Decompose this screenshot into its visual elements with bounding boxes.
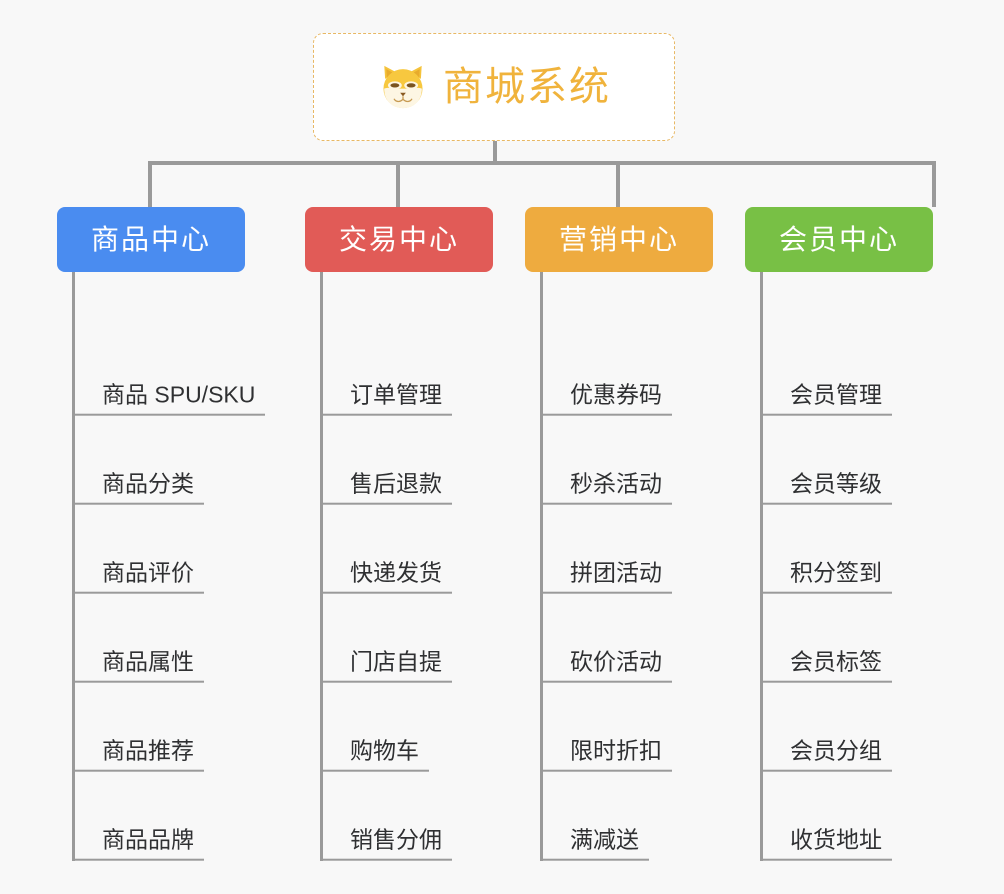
leaf-label: 收货地址 bbox=[790, 826, 882, 853]
category-header-1[interactable]: 商品中心 bbox=[57, 207, 245, 272]
category-column-4: 会员中心 会员管理 会员等级 积分签到 会员标签 会员分组 收货地址 bbox=[745, 207, 933, 861]
leaf-label: 商品品牌 bbox=[102, 826, 194, 853]
category-header-4[interactable]: 会员中心 bbox=[745, 207, 933, 272]
leaf-label: 快递发货 bbox=[350, 559, 442, 586]
leaf-label: 满减送 bbox=[570, 826, 639, 853]
connector-bus bbox=[148, 161, 936, 165]
leaf-label: 会员等级 bbox=[790, 470, 882, 497]
leaf-trunk-3 bbox=[540, 272, 543, 861]
leaf-label: 优惠券码 bbox=[570, 381, 662, 408]
leaf-label: 商品评价 bbox=[102, 559, 194, 586]
category-header-1-label: 商品中心 bbox=[90, 223, 211, 255]
leaf-label: 商品属性 bbox=[102, 648, 194, 675]
leaf-label: 销售分佣 bbox=[350, 826, 442, 853]
category-header-3[interactable]: 营销中心 bbox=[525, 207, 713, 272]
category-header-2[interactable]: 交易中心 bbox=[305, 207, 493, 272]
category-header-4-label: 会员中心 bbox=[778, 223, 899, 255]
category-header-2-label: 交易中心 bbox=[338, 223, 459, 255]
mindmap-canvas: 商城系统 商品中心 商品 SPU/SKU 商品分类 商品评价 商品属性 商品推荐… bbox=[57, 33, 936, 861]
category-column-2: 交易中心 订单管理 售后退款 快递发货 门店自提 购物车 销售分佣 bbox=[305, 207, 493, 861]
connector-drop-1 bbox=[148, 161, 152, 207]
leaf-trunk-1 bbox=[72, 272, 75, 861]
root-node[interactable]: 商城系统 bbox=[313, 33, 675, 141]
leaf-label: 购物车 bbox=[350, 737, 419, 764]
leaf-label: 秒杀活动 bbox=[570, 470, 662, 497]
leaf-label: 会员管理 bbox=[790, 381, 882, 408]
leaf-label: 拼团活动 bbox=[570, 559, 662, 586]
leaf-label: 商品推荐 bbox=[102, 737, 194, 764]
category-column-3: 营销中心 优惠券码 秒杀活动 拼团活动 砍价活动 限时折扣 满减送 bbox=[525, 207, 713, 861]
leaf-trunk-2 bbox=[320, 272, 323, 861]
root-title: 商城系统 bbox=[443, 65, 611, 109]
shiba-dog-face-icon bbox=[377, 61, 429, 113]
connector-stem bbox=[493, 141, 497, 165]
leaf-label: 积分签到 bbox=[790, 559, 882, 586]
leaf-label: 砍价活动 bbox=[570, 648, 662, 675]
leaf-trunk-4 bbox=[760, 272, 763, 861]
connector-drop-2 bbox=[396, 161, 400, 207]
leaf-label: 会员分组 bbox=[790, 737, 882, 764]
leaf-label: 售后退款 bbox=[350, 470, 442, 497]
connector-drop-4 bbox=[932, 161, 936, 207]
category-header-3-label: 营销中心 bbox=[558, 223, 679, 255]
leaf-label: 商品分类 bbox=[102, 470, 194, 497]
connector-drop-3 bbox=[616, 161, 620, 207]
leaf-label: 会员标签 bbox=[790, 648, 882, 675]
leaf-label: 限时折扣 bbox=[570, 737, 662, 764]
leaf-label: 订单管理 bbox=[350, 381, 442, 408]
category-column-1: 商品中心 商品 SPU/SKU 商品分类 商品评价 商品属性 商品推荐 商品品牌 bbox=[57, 207, 266, 861]
leaf-label: 门店自提 bbox=[350, 648, 442, 675]
leaf-label: 商品 SPU/SKU bbox=[102, 381, 256, 408]
